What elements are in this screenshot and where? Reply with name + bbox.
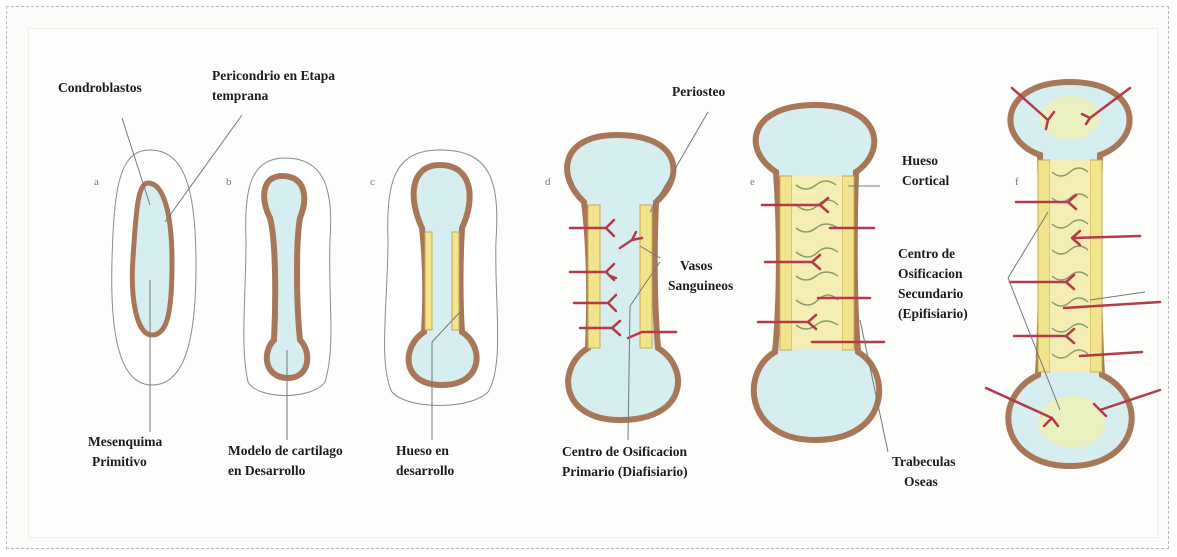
stage-a-mesenchyme (112, 150, 196, 385)
label-mesenquima-2: Primitivo (92, 454, 147, 469)
label-centro-primario-2: Primario (Diafisiario) (562, 464, 688, 479)
stage-c-bone-collar-left (425, 232, 432, 330)
label-centro-secundario-3: Secundario (898, 286, 964, 301)
stage-letter-f: f (1015, 176, 1019, 188)
stage-a-cartilage-model (132, 183, 172, 335)
stage-f-bone (986, 82, 1160, 466)
label-modelo-1: Modelo de cartilago (228, 443, 343, 458)
stage-letter-e: e (750, 176, 755, 188)
stage-d-bone (567, 135, 678, 420)
label-periosteo: Periosteo (672, 84, 725, 99)
label-modelo-2: en Desarrollo (228, 463, 306, 478)
label-centro-secundario-4: (Epifisiario) (898, 306, 968, 321)
stage-d-collar-left (588, 205, 600, 348)
label-pericondrio-2: temprana (212, 88, 268, 103)
label-vasos-2: Sanguineos (668, 278, 733, 293)
label-pericondrio-1: Pericondrio en Etapa (212, 68, 335, 83)
label-centro-secundario-1: Centro de (898, 246, 955, 261)
label-hueso-1: Hueso en (396, 443, 449, 458)
label-condroblastos: Condroblastos (58, 80, 142, 95)
stage-c-bone-collar-right (452, 232, 459, 330)
stage-letter-c: c (370, 176, 375, 188)
label-hueso-2: desarrollo (396, 463, 454, 478)
stage-d-primary-ossification (567, 135, 678, 420)
label-cortical-2: Cortical (902, 173, 949, 188)
stage-letter-d: d (545, 176, 551, 188)
label-centro-secundario-2: Osificacion (898, 266, 963, 281)
label-trabeculas-2: Oseas (904, 474, 938, 489)
label-cortical-1: Hueso (902, 153, 938, 168)
label-trabeculas-1: Trabeculas (892, 454, 956, 469)
stage-f-cortical-left (1038, 160, 1050, 372)
stage-e-cortical-right (842, 176, 854, 350)
stage-c-developing-bone (385, 150, 498, 406)
stage-letter-b: b (226, 176, 232, 188)
stage-e-bone (754, 105, 884, 440)
label-centro-primario-1: Centro de Osificacion (562, 444, 687, 459)
stage-f-cortical-right (1090, 160, 1102, 372)
label-vasos-1: Vasos (680, 258, 713, 273)
label-mesenquima-1: Mesenquima (88, 434, 163, 449)
stage-letter-a: a (94, 176, 99, 188)
